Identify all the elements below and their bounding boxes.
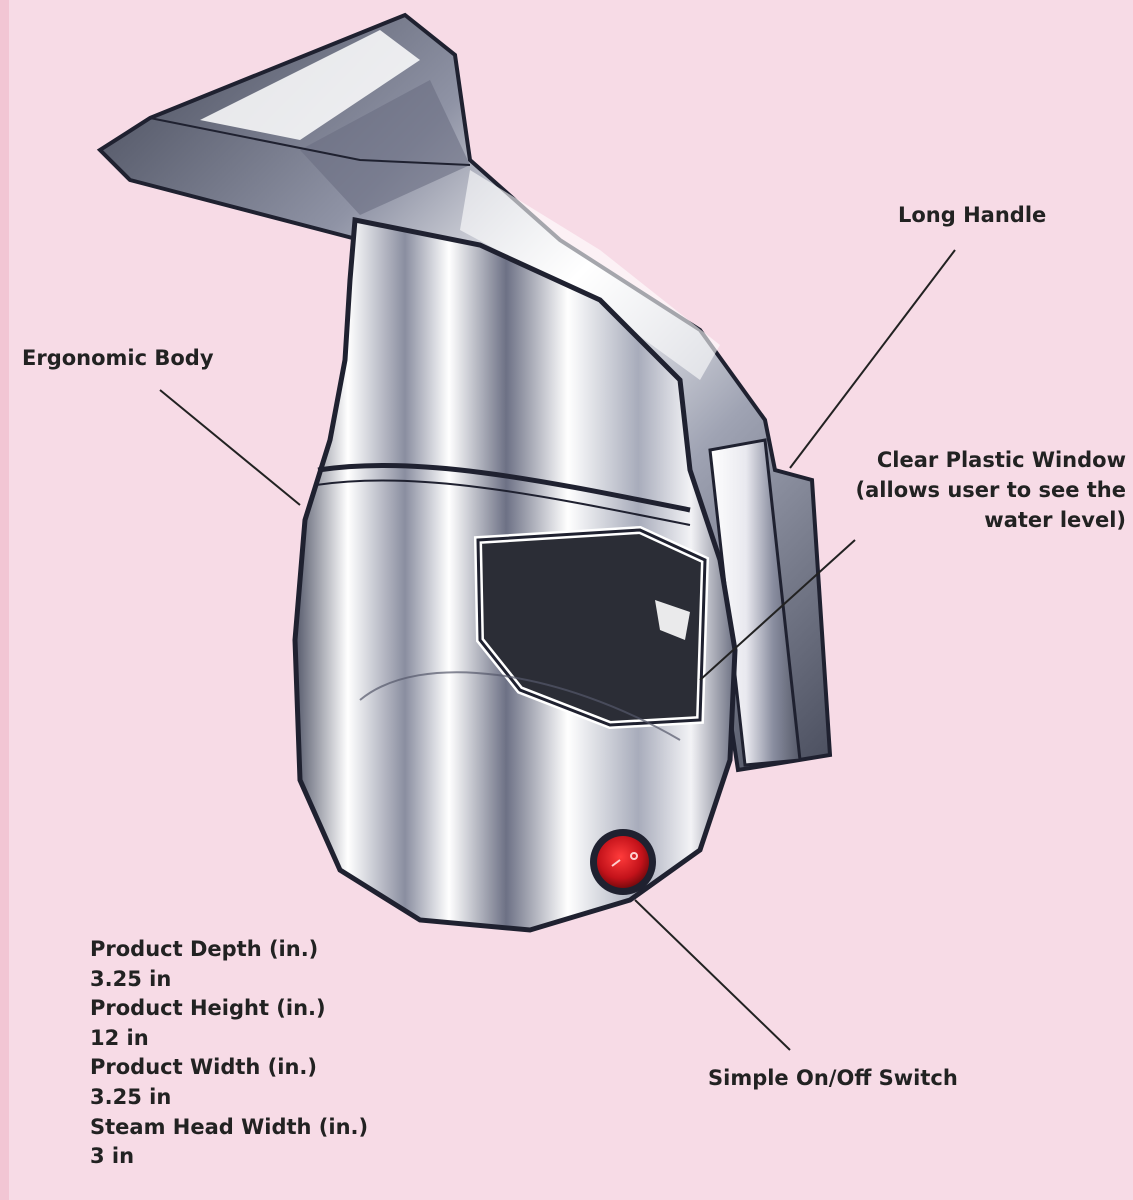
- spec-list: Product Depth (in.) 3.25 in Product Heig…: [90, 935, 368, 1172]
- spec-label-depth: Product Depth (in.): [90, 935, 368, 965]
- callout-clear-window: Clear Plastic Window (allows user to see…: [820, 445, 1126, 535]
- spec-value-steam-head-width: 3 in: [90, 1142, 368, 1172]
- power-switch-icon: [590, 829, 656, 895]
- spec-label-width: Product Width (in.): [90, 1053, 368, 1083]
- spec-value-depth: 3.25 in: [90, 965, 368, 995]
- callout-ergonomic-body: Ergonomic Body: [22, 345, 214, 371]
- spec-value-width: 3.25 in: [90, 1083, 368, 1113]
- callout-clear-window-line2: (allows user to see the: [820, 475, 1126, 505]
- spec-value-height: 12 in: [90, 1024, 368, 1054]
- callout-clear-window-line3: water level): [820, 505, 1126, 535]
- spec-label-height: Product Height (in.): [90, 994, 368, 1024]
- callout-line-switch: [635, 900, 790, 1050]
- callout-switch: Simple On/Off Switch: [708, 1065, 958, 1091]
- callout-line-ergonomic-body: [160, 390, 300, 505]
- callout-long-handle: Long Handle: [898, 202, 1046, 228]
- callout-line-long-handle: [790, 250, 955, 468]
- callout-clear-window-line1: Clear Plastic Window: [820, 445, 1126, 475]
- spec-label-steam-head-width: Steam Head Width (in.): [90, 1113, 368, 1143]
